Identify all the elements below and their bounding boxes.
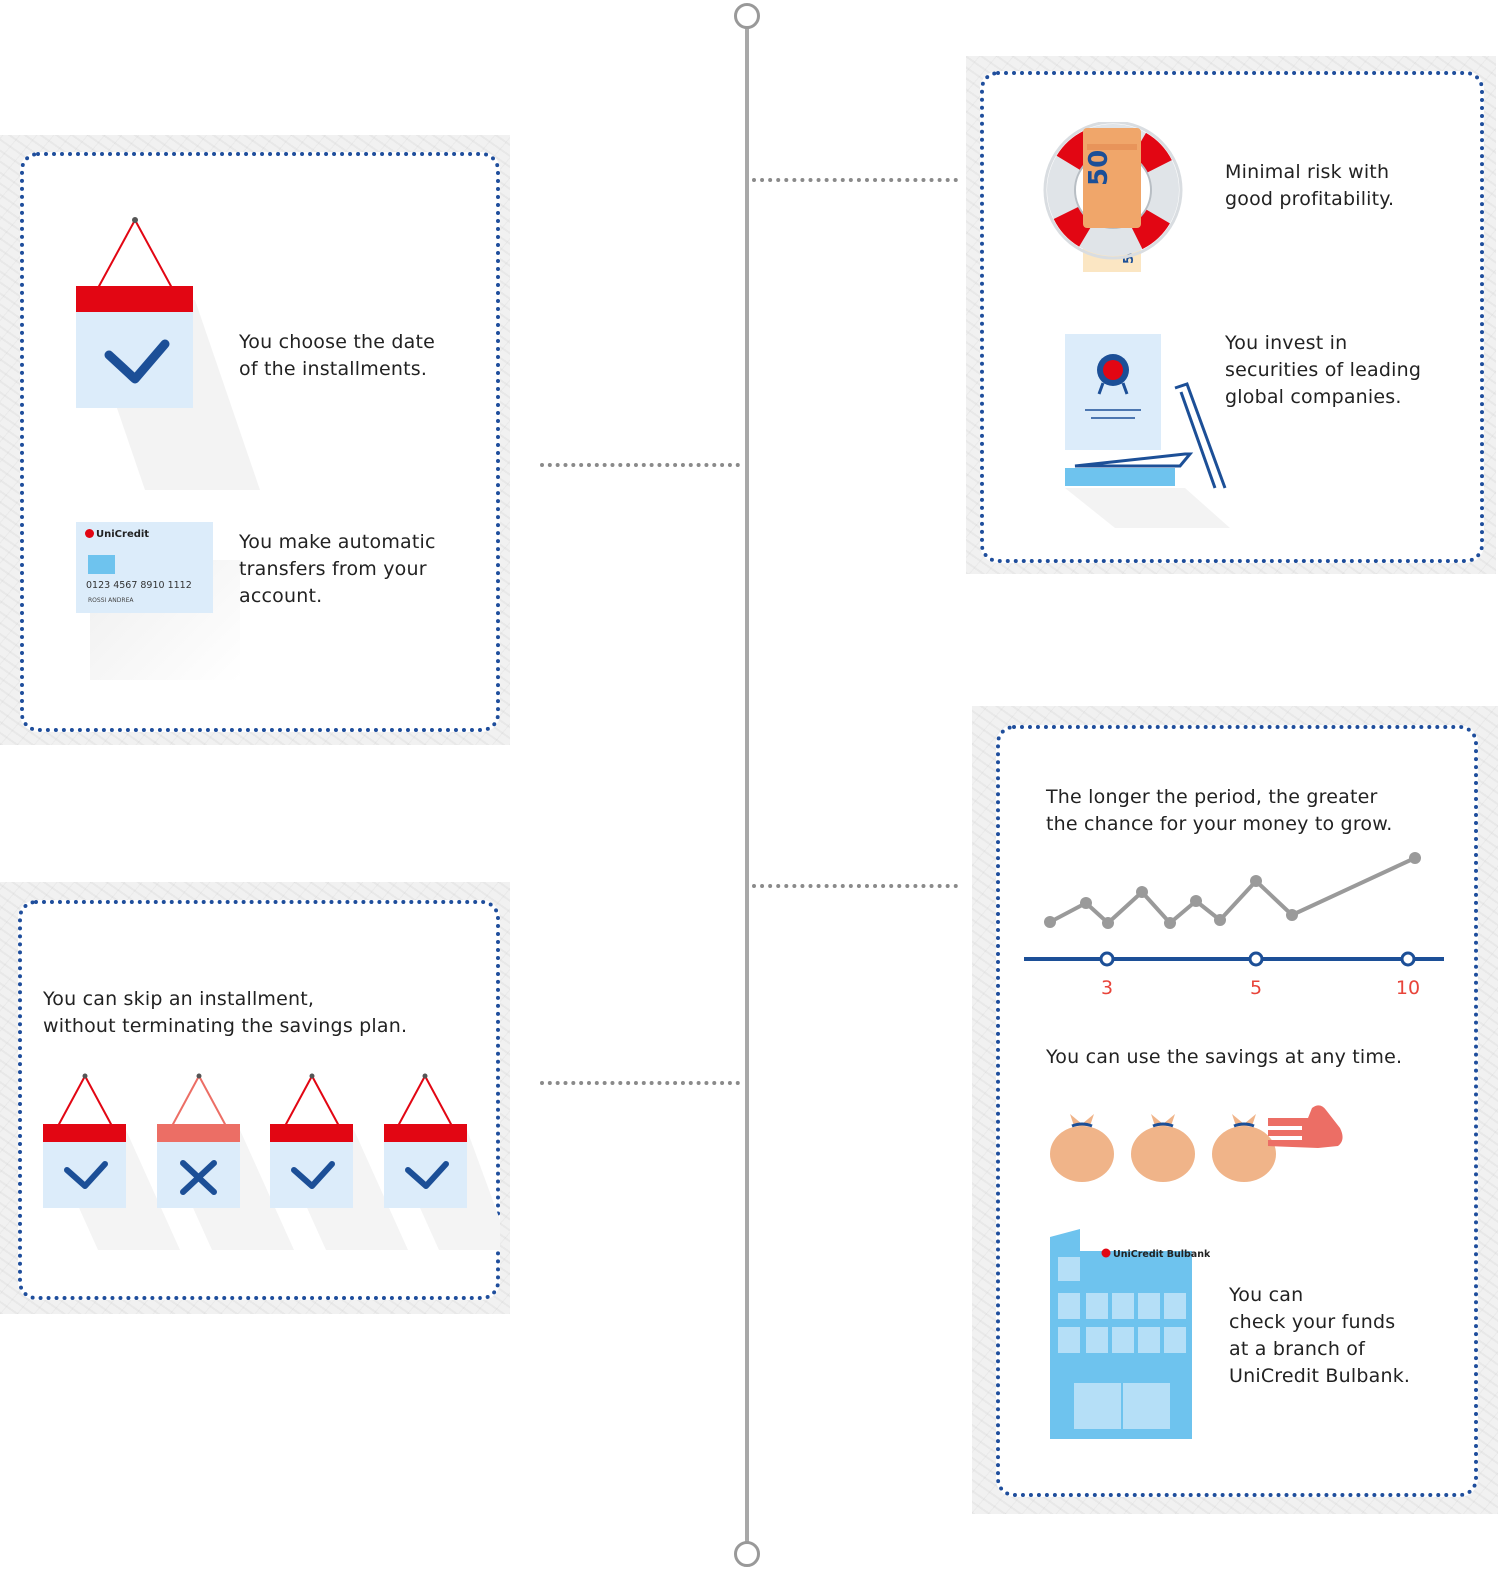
credit-card: UniCredit 0123 4567 8910 1112 ROSSI ANDR… xyxy=(76,522,213,613)
calendar-check-icon xyxy=(384,1073,500,1250)
money-bag-icon xyxy=(1212,1114,1276,1182)
connector-right-bottom xyxy=(752,884,958,888)
timeline-tick-3: 3 xyxy=(1101,977,1113,999)
timeline-tick-10: 10 xyxy=(1396,977,1420,999)
banknote-value: 50 xyxy=(1084,150,1114,186)
text-skip-installment: You can skip an installment, without ter… xyxy=(43,988,408,1037)
connector-right-top xyxy=(752,178,958,182)
timeline-line xyxy=(745,28,749,1542)
calendar-row-icons xyxy=(43,1073,500,1250)
money-bags-icon xyxy=(1050,1105,1343,1182)
unicredit-logo-mark xyxy=(85,529,94,538)
card-number: 0123 4567 8910 1112 xyxy=(86,580,192,591)
bank-building-icon: UniCredit Bulbank xyxy=(1050,1229,1210,1439)
calendar-check-icon xyxy=(76,217,260,490)
unicredit-logo: UniCredit xyxy=(85,529,149,540)
money-bag-icon xyxy=(1131,1114,1195,1182)
timeline-bottom-node xyxy=(734,1541,760,1567)
text-automatic-transfers: You make automatic transfers from your a… xyxy=(239,531,436,607)
text-invest-securities: You invest in securities of leading glob… xyxy=(1225,332,1422,408)
calendar-check-icon xyxy=(270,1073,408,1250)
text-use-savings: You can use the savings at any time. xyxy=(1046,1046,1403,1068)
text-minimal-risk: Minimal risk with good profitability. xyxy=(1225,161,1395,210)
building-logo-text: UniCredit Bulbank xyxy=(1113,1249,1210,1260)
card-chip xyxy=(88,555,115,574)
growth-line-icon: 3 5 10 xyxy=(1024,852,1444,999)
timeline-top-node xyxy=(734,3,760,29)
connector-left-top xyxy=(540,463,740,467)
card-brand: UniCredit xyxy=(96,529,150,540)
text-choose-date: You choose the date of the installments. xyxy=(239,331,436,380)
calendar-cross-icon xyxy=(157,1073,294,1250)
text-longer-period: The longer the period, the greater the c… xyxy=(1046,786,1393,835)
text-check-funds: You can check your funds at a branch of … xyxy=(1229,1284,1411,1387)
timeline-tick-5: 5 xyxy=(1250,977,1262,999)
connector-left-bottom xyxy=(540,1081,740,1085)
money-bag-icon xyxy=(1050,1114,1114,1182)
lifebuoy-money-icon: 50 50 xyxy=(1043,122,1183,272)
card-holder: ROSSI ANDREA xyxy=(88,597,134,604)
calendar-check-icon xyxy=(43,1073,180,1250)
hand-icon xyxy=(1268,1105,1343,1148)
certificate-icon xyxy=(1065,334,1230,528)
